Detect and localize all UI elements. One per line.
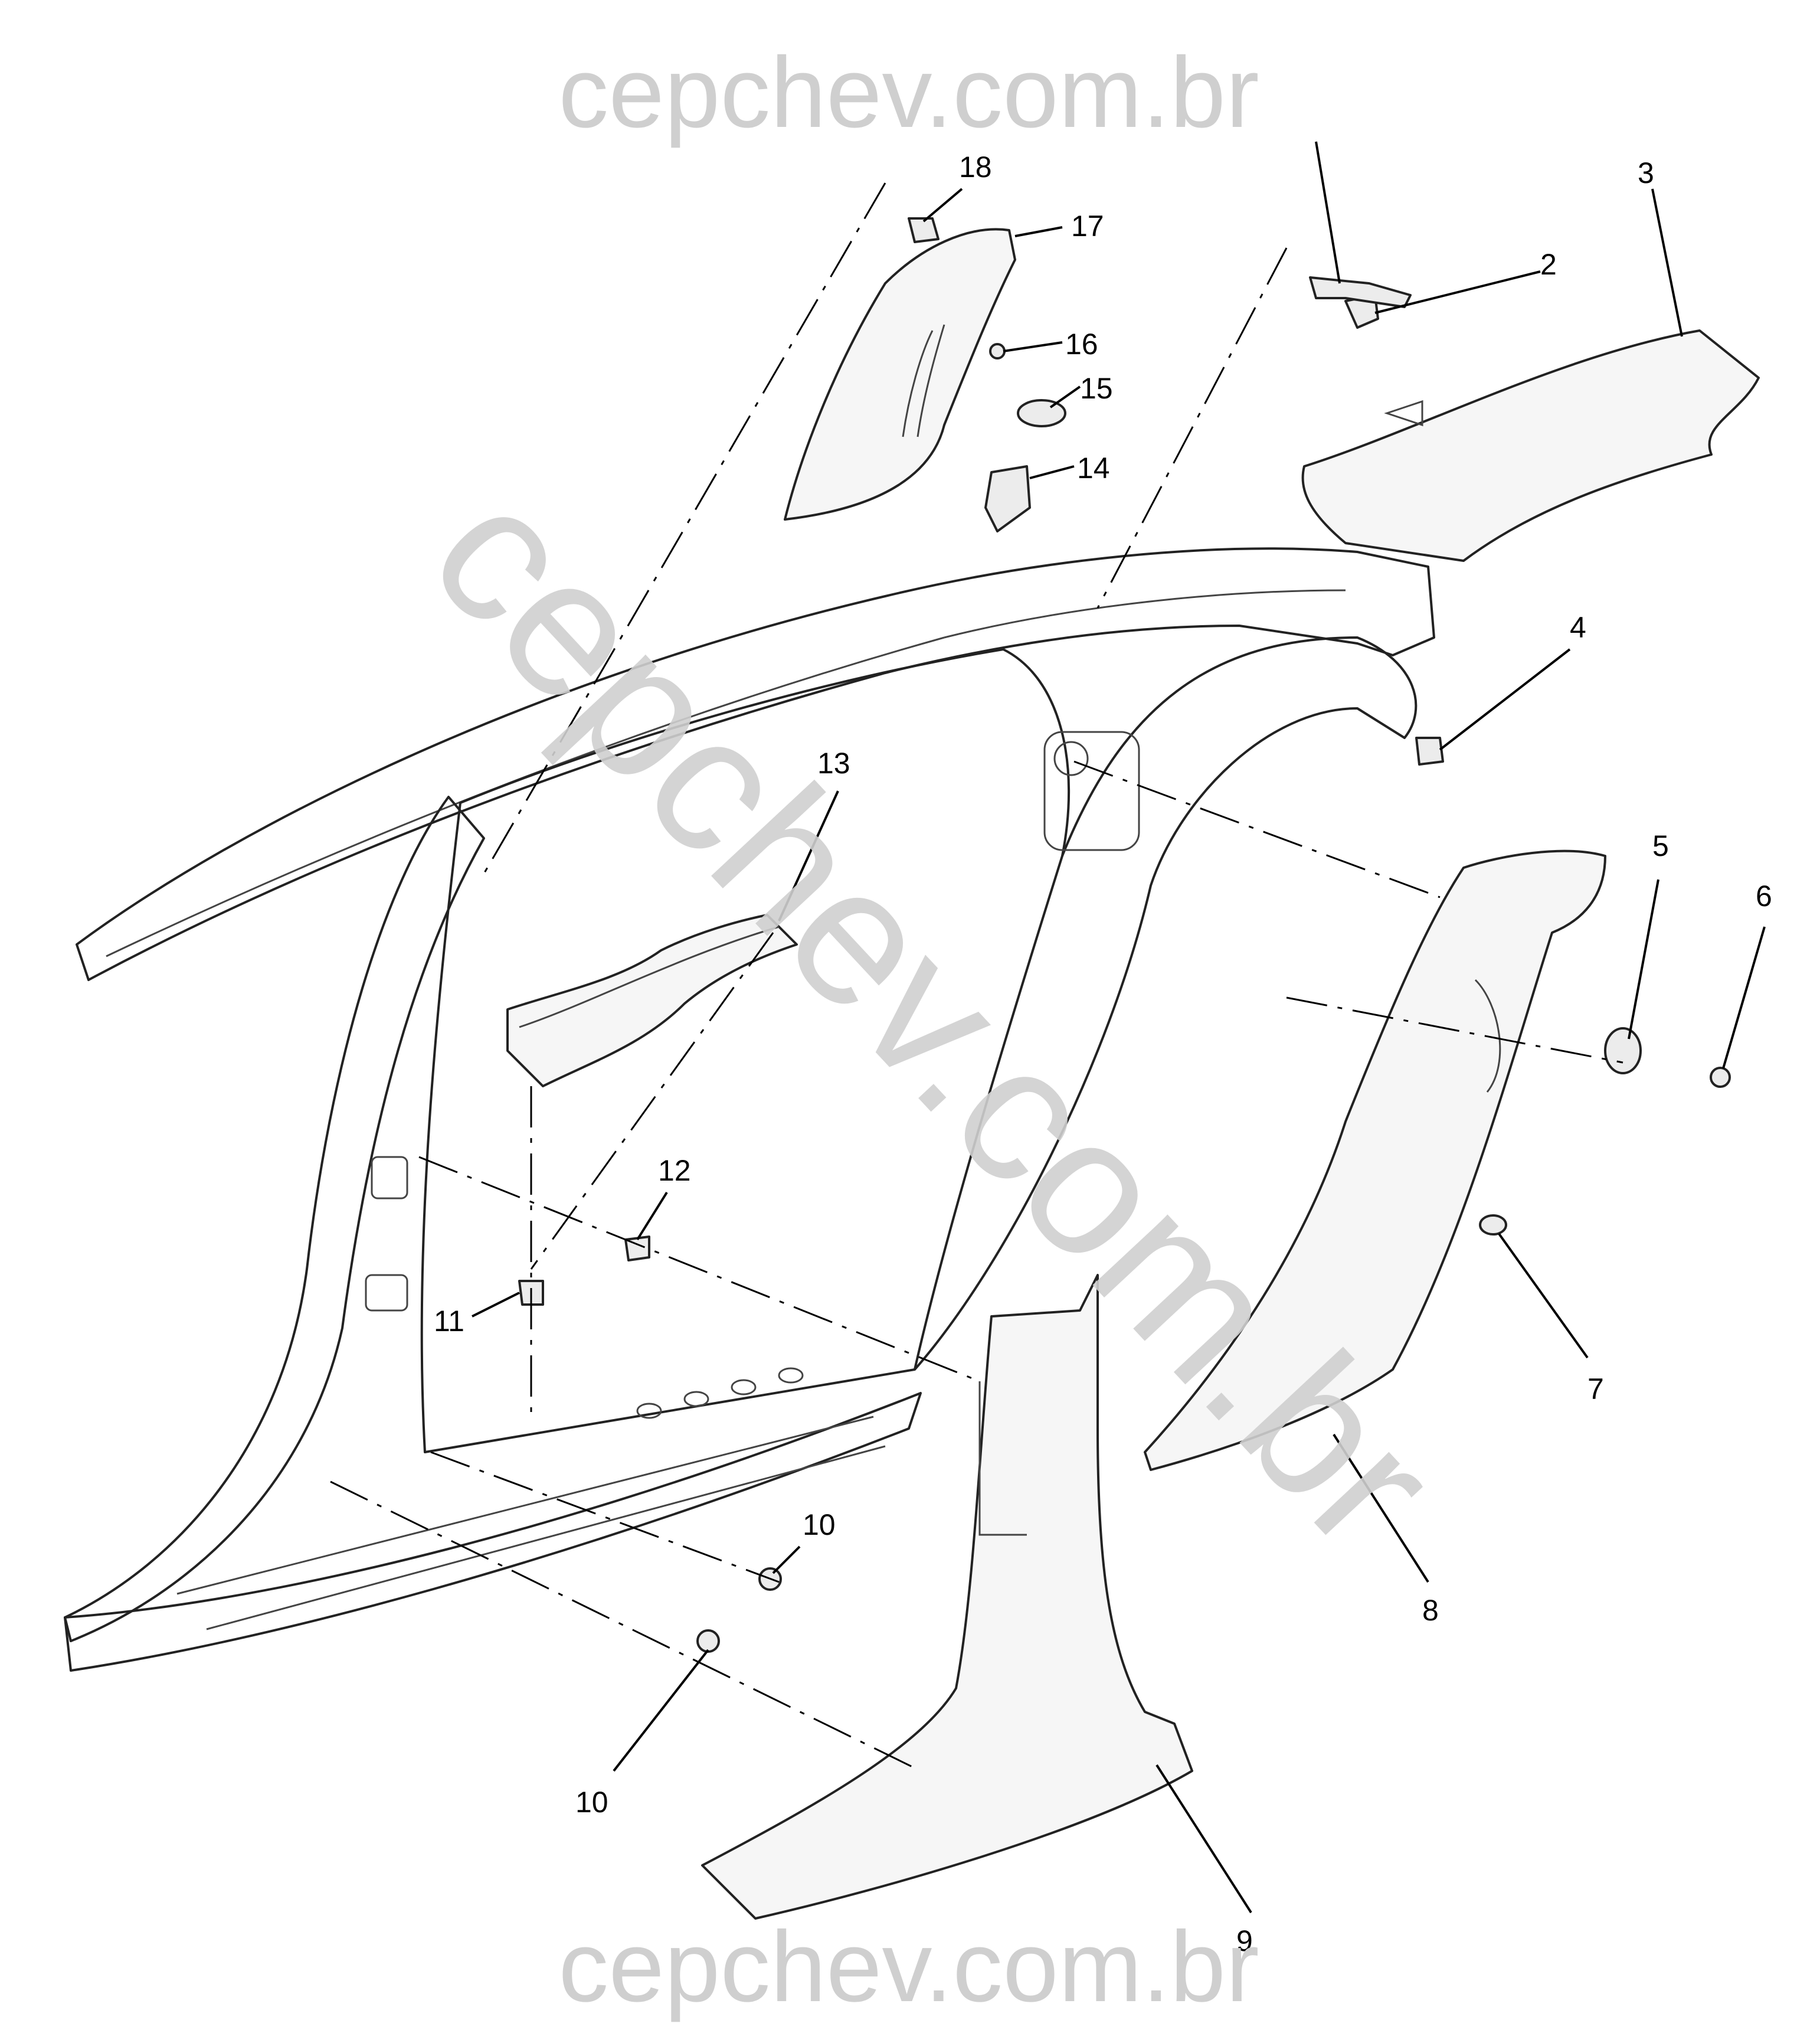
part-10-clip-lower [696, 1629, 720, 1653]
callout-13: 13 [817, 747, 850, 780]
part-15-cap [1017, 399, 1066, 427]
callout-2: 2 [1540, 248, 1557, 281]
part-3-quarter-upper-trim [1301, 329, 1760, 562]
callout-10-upper: 10 [803, 1508, 836, 1541]
watermark-bottom: cepchev.com.br [558, 1911, 1259, 2023]
part-18-clip [908, 217, 940, 243]
part-13-sill-plate [506, 914, 798, 1087]
part-5-retractor [1604, 1027, 1642, 1074]
callout-5: 5 [1652, 829, 1669, 862]
watermark-top: cepchev.com.br [558, 37, 1259, 149]
callout-4: 4 [1570, 611, 1586, 644]
part-16-screw [989, 343, 1006, 359]
part-14-bracket [984, 465, 1031, 532]
part-4-clip [1415, 737, 1444, 766]
callout-labels: 2 3 4 5 6 7 8 9 10 10 11 12 13 14 15 16 … [434, 151, 1772, 1957]
callout-3: 3 [1638, 156, 1654, 189]
part-6-bolt [1710, 1067, 1731, 1088]
part-1-harness [1309, 276, 1412, 308]
callout-9: 9 [1236, 1924, 1253, 1957]
part-8-quarter-lower-trim [1144, 849, 1606, 1471]
callout-8: 8 [1422, 1594, 1439, 1627]
part-7-pushpin [1479, 1214, 1507, 1236]
part-9-pillar-lower-trim [701, 1274, 1193, 1920]
callout-6: 6 [1756, 880, 1772, 913]
alignment-lines [330, 182, 1623, 1772]
callout-17: 17 [1071, 210, 1104, 243]
callout-11: 11 [434, 1305, 464, 1338]
callout-16: 16 [1065, 328, 1098, 361]
part-17-pillar-upper-trim [784, 228, 1016, 521]
callout-15: 15 [1080, 372, 1113, 405]
callout-12: 12 [658, 1154, 691, 1187]
body-side-structure [64, 547, 1435, 1672]
callout-14: 14 [1077, 452, 1110, 485]
callout-10-lower: 10 [575, 1786, 608, 1819]
callout-18: 18 [959, 151, 992, 184]
leader-lines [472, 141, 1766, 1914]
callout-7: 7 [1587, 1372, 1604, 1406]
